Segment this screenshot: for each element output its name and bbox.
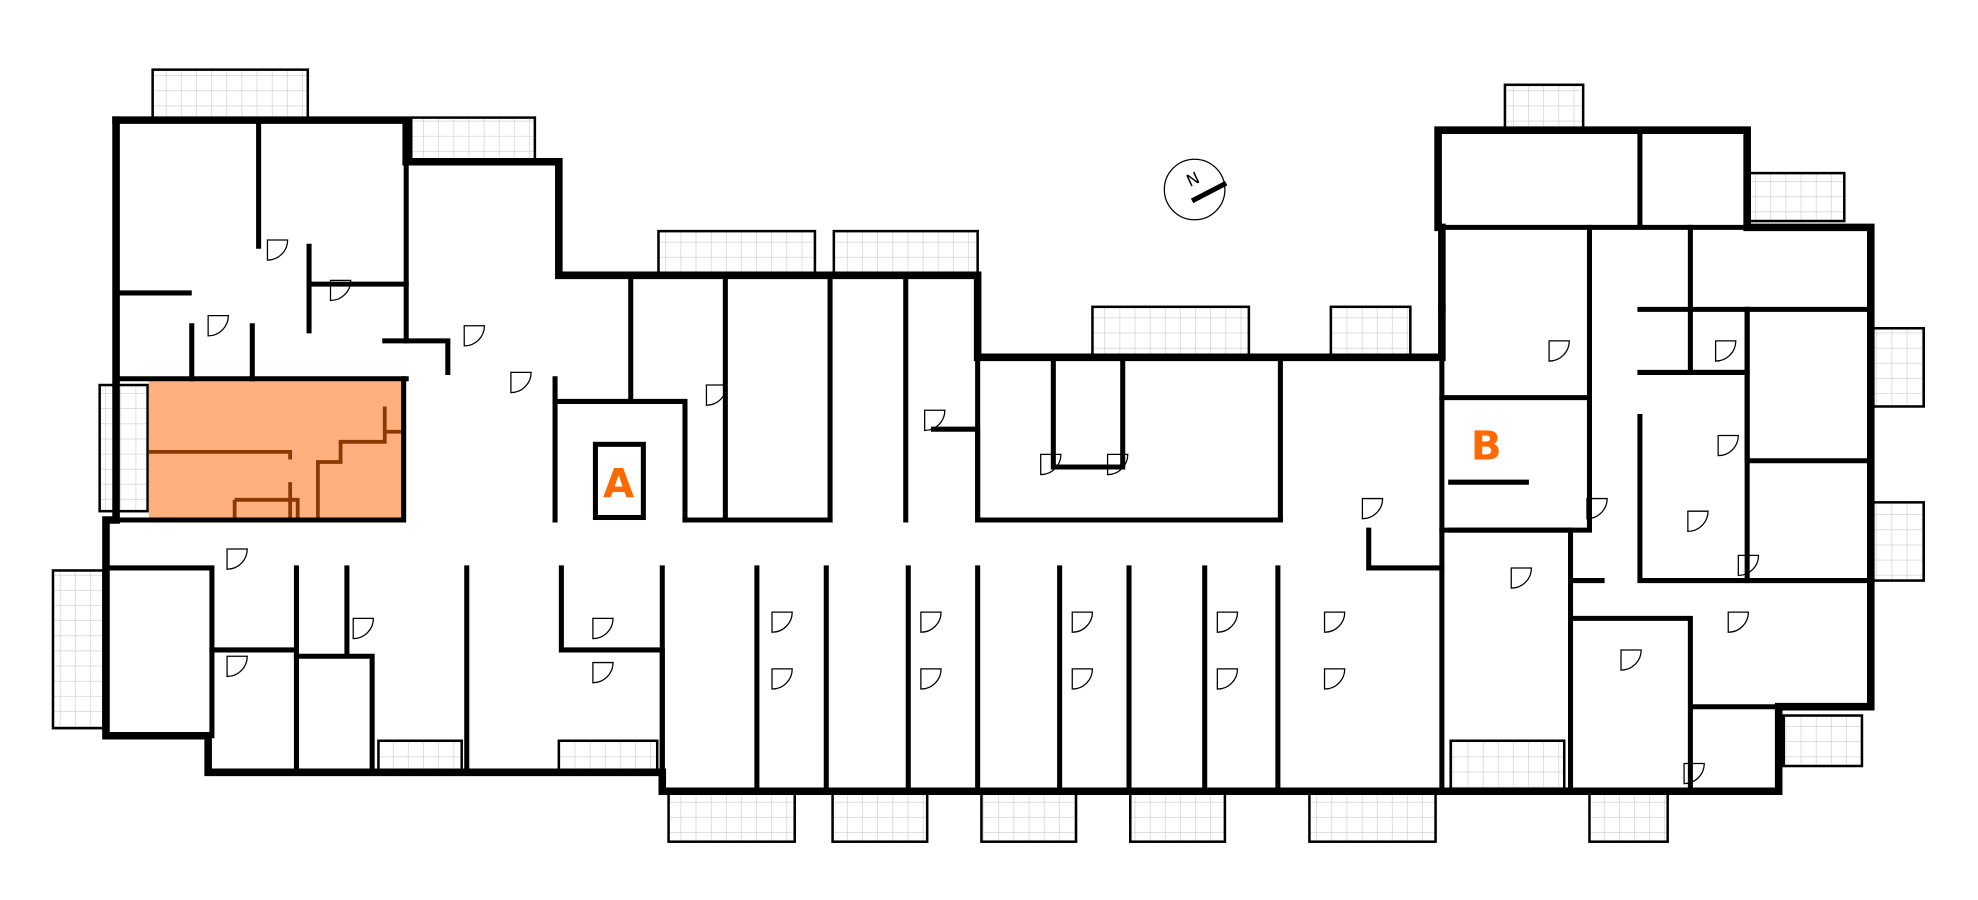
compass-north-label: N	[1183, 168, 1202, 190]
door-swing	[592, 617, 614, 640]
door-swing	[1216, 611, 1239, 633]
balcony	[980, 789, 1078, 843]
door-swing	[1714, 340, 1737, 362]
door-swing	[510, 371, 532, 394]
balcony	[832, 229, 979, 277]
interior-wall	[552, 398, 688, 523]
door-swing	[207, 315, 229, 337]
balcony	[51, 569, 105, 730]
door-swing	[226, 548, 248, 570]
door-swing	[352, 617, 375, 640]
door-swing	[771, 668, 793, 690]
interior-wall	[1687, 224, 1874, 312]
balcony	[557, 739, 659, 774]
walls	[102, 116, 1875, 796]
door-swing	[592, 661, 614, 684]
door-swing	[920, 611, 942, 633]
stairwell-a-label: A	[603, 460, 635, 507]
door-swing	[920, 668, 942, 690]
interior-wall	[1366, 527, 1445, 794]
highlighted-apartment[interactable]	[148, 381, 404, 518]
balcony	[1449, 739, 1566, 793]
door-swing	[266, 239, 289, 261]
door-swing	[1040, 453, 1062, 476]
interior-wall	[930, 426, 981, 523]
door-swing	[1071, 668, 1094, 690]
door-swing	[1323, 668, 1346, 690]
door-swing	[1548, 340, 1570, 362]
balcony	[831, 789, 929, 843]
interior-wall	[382, 338, 451, 375]
balcony	[1872, 327, 1926, 408]
balcony	[1091, 305, 1251, 359]
interior-wall	[1637, 369, 1874, 464]
door-swing	[924, 409, 946, 432]
interior-wall	[1568, 527, 1605, 794]
compass: N	[1163, 158, 1228, 221]
door-swing	[771, 611, 793, 633]
interior-wall	[975, 354, 1283, 523]
interior-wall	[1637, 414, 1874, 584]
door-swing	[1737, 554, 1760, 577]
balcony	[98, 383, 149, 513]
balcony	[151, 68, 310, 122]
north-arrow-icon	[1190, 180, 1228, 204]
interior-wall	[189, 323, 255, 382]
door-swing	[1620, 649, 1642, 671]
door-swing	[1216, 668, 1239, 690]
balcony	[409, 116, 537, 164]
interior-wall	[1439, 224, 1592, 401]
balcony	[1129, 789, 1227, 843]
door-swing	[463, 325, 486, 347]
interior-wall	[209, 565, 299, 775]
door-swing	[1586, 497, 1608, 520]
balconies	[51, 68, 1926, 843]
balcony	[1503, 83, 1585, 132]
doors	[207, 239, 1760, 785]
balcony	[1782, 714, 1864, 768]
interior-wall	[754, 565, 1281, 794]
door-swing	[1683, 762, 1705, 785]
interior-wall	[103, 376, 407, 523]
stairwell-a-core	[592, 441, 646, 521]
compass-circle	[1163, 158, 1226, 221]
interior-wall	[103, 565, 215, 739]
interior-wall	[1050, 354, 1126, 470]
balcony	[657, 229, 817, 277]
balcony	[667, 789, 796, 843]
interior-wall	[1568, 615, 1782, 794]
door-swing	[1323, 611, 1346, 633]
balcony	[1308, 789, 1437, 843]
interior-wall	[1586, 127, 1750, 230]
door-swing	[1717, 434, 1739, 457]
balcony	[377, 739, 463, 774]
door-swing	[705, 384, 728, 406]
door-swing	[1510, 567, 1533, 589]
exterior-wall	[112, 116, 1446, 362]
balcony	[1748, 171, 1846, 223]
interior-wall	[293, 565, 375, 775]
highlighted-apartment-walls	[148, 406, 404, 518]
interior-wall	[1439, 395, 1592, 533]
balcony	[1329, 305, 1412, 359]
stairwell-b-label: B	[1471, 422, 1502, 469]
door-swing	[1727, 611, 1750, 633]
door-swing	[1361, 497, 1384, 520]
door-swing	[329, 279, 352, 302]
door-swing	[226, 655, 248, 678]
balcony	[1588, 789, 1669, 843]
interior-wall	[1448, 479, 1574, 533]
door-swing	[1071, 611, 1094, 633]
door-swing	[1106, 453, 1129, 476]
balcony	[1872, 501, 1926, 582]
door-swing	[1687, 510, 1709, 532]
